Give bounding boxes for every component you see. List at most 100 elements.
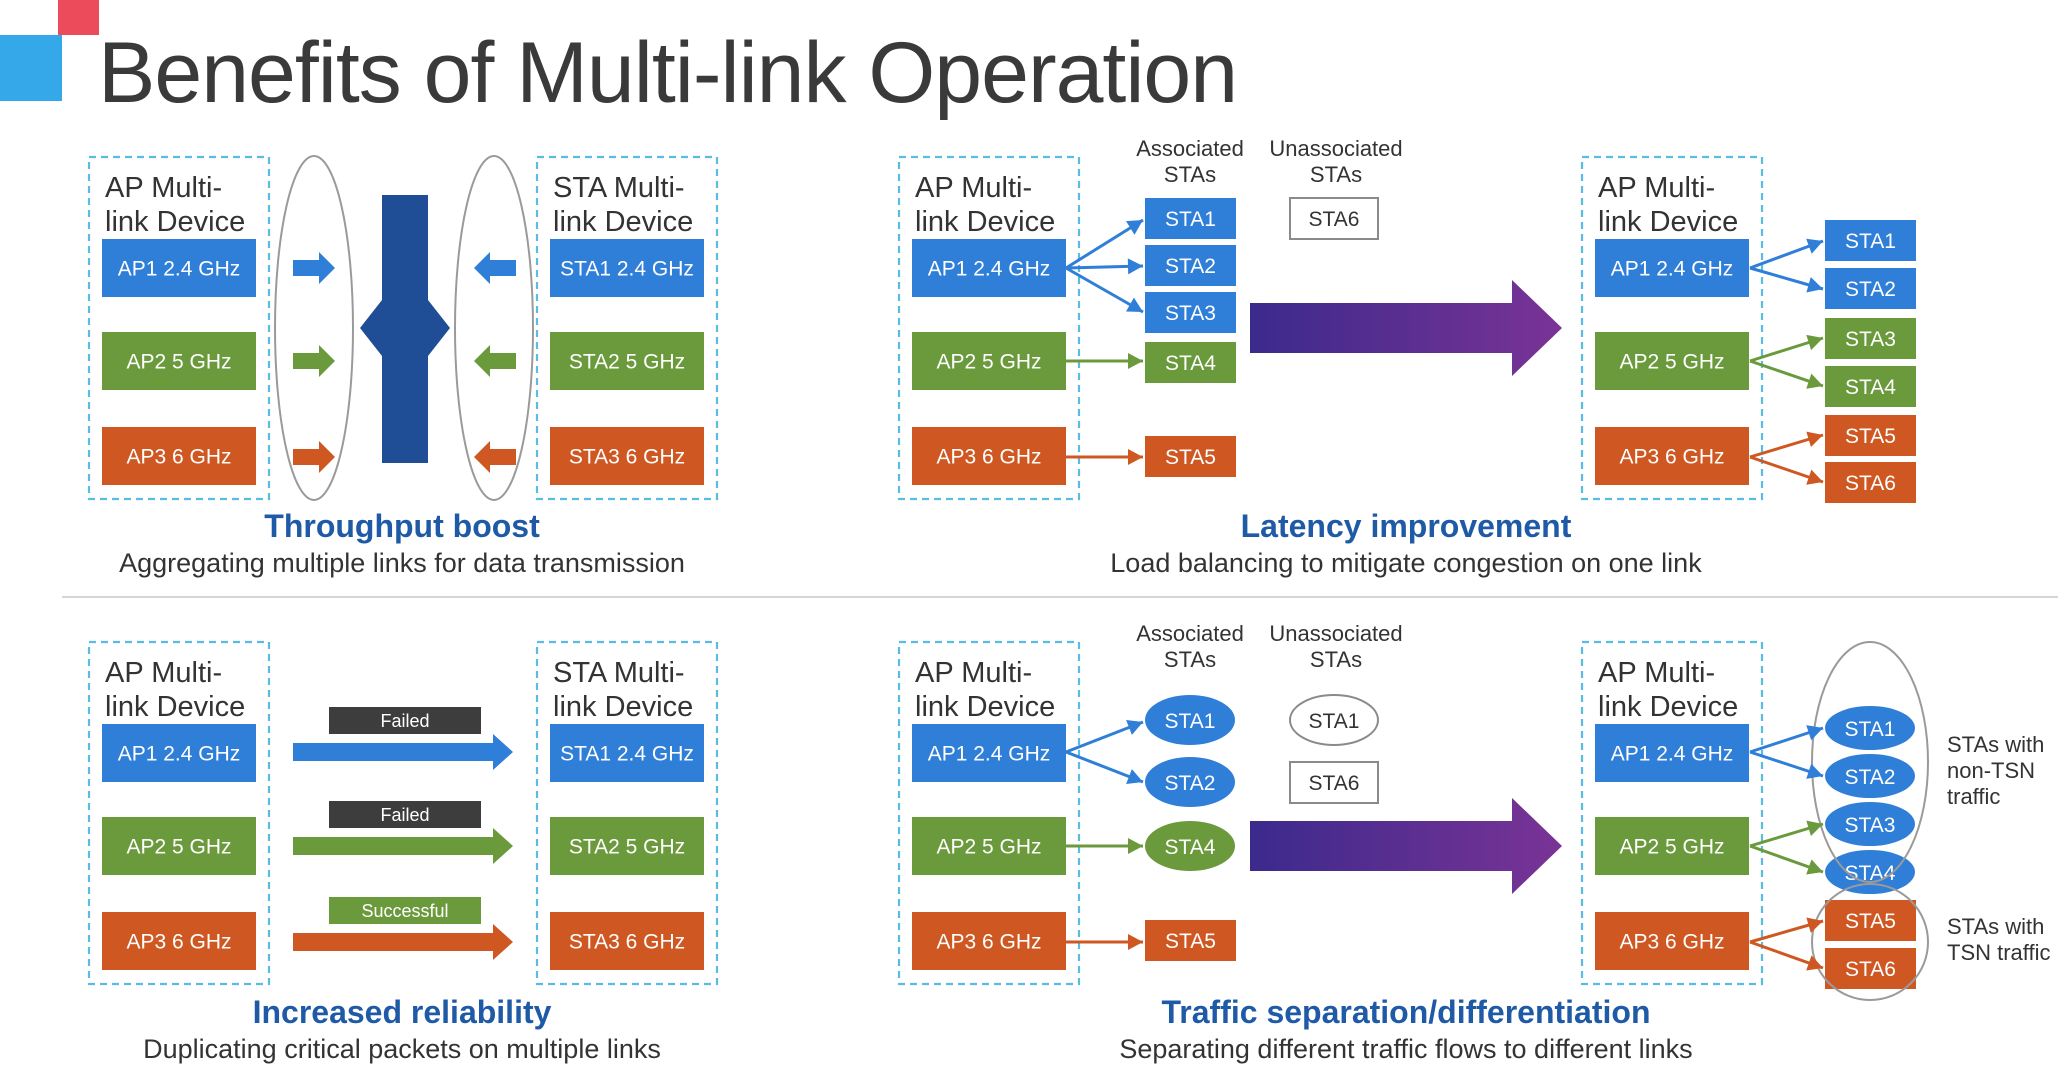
p2-ap1-label: AP1 2.4 GHz <box>928 258 1051 281</box>
p4b-tsn-ellipse <box>1811 883 1929 1001</box>
p4b-link-ap1-sta2-head <box>1806 763 1823 779</box>
p4b-ap-mld-label: AP Multi-link Device <box>1598 657 1738 723</box>
p3-ap2 <box>102 817 256 875</box>
p1-arrow-out-1 <box>474 252 516 284</box>
p2b-ap-mld-box <box>1580 155 1764 501</box>
p4b-link-ap2-sta3-head <box>1806 820 1823 836</box>
p4-link-ap3-sta5-head <box>1128 934 1143 950</box>
p2b-sta6-label: STA6 <box>1845 472 1896 495</box>
p4-sta1 <box>1145 695 1235 745</box>
p2-ap3-label: AP3 6 GHz <box>936 446 1041 469</box>
traffic-subtitle: Separating different traffic flows to di… <box>1119 1034 1693 1064</box>
p1-sta2-label: STA2 5 GHz <box>569 351 685 374</box>
p2-sta3-label: STA3 <box>1165 302 1216 325</box>
p2-sta6 <box>1289 197 1379 240</box>
p1-ap2 <box>102 332 256 390</box>
p1-arrow-out-2 <box>474 345 516 377</box>
p4b-sta6 <box>1825 948 1916 989</box>
p2-ap2 <box>912 332 1066 390</box>
p4-ap3-label: AP3 6 GHz <box>936 931 1041 954</box>
p2-sta5-label: STA5 <box>1165 446 1216 469</box>
p2-link-ap1-sta1-head <box>1126 220 1143 235</box>
p4b-sta1 <box>1825 706 1915 750</box>
p3-link3-tag-label: Successful <box>361 901 448 921</box>
p3-ap2-label: AP2 5 GHz <box>126 836 231 859</box>
p3-ap1-label: AP1 2.4 GHz <box>118 743 241 766</box>
p4b-ap2-label: AP2 5 GHz <box>1619 836 1724 859</box>
p4-sta1-label: STA1 <box>1165 710 1216 733</box>
p4b-link-ap2-sta4-head <box>1806 859 1823 875</box>
p3-sta3 <box>550 912 704 970</box>
p3-link2-arrow <box>293 828 513 864</box>
p1-ap-mld-box <box>87 155 271 501</box>
p4-ap3 <box>912 912 1066 970</box>
p1-ap1 <box>102 239 256 297</box>
p1-arrow-in-1 <box>293 252 335 284</box>
p4-link-ap1-sta2-head <box>1126 769 1143 785</box>
p2-link-ap1-sta1 <box>1065 218 1144 270</box>
p1-arrow-in-3 <box>293 441 335 473</box>
throughput-subtitle: Aggregating multiple links for data tran… <box>119 548 685 578</box>
p2-sta4 <box>1145 342 1236 383</box>
p2b-ap2-label: AP2 5 GHz <box>1619 351 1724 374</box>
p2b-sta3 <box>1825 318 1916 359</box>
p2b-sta3-label: STA3 <box>1845 328 1896 351</box>
p4-ap2 <box>912 817 1066 875</box>
p3-link1-tag-label: Failed <box>380 711 429 731</box>
p1-central-core <box>382 195 428 463</box>
p4b-sta4 <box>1825 850 1915 894</box>
throughput-title: Throughput boost <box>264 508 540 544</box>
p2b-sta4-label: STA4 <box>1845 376 1896 399</box>
p2b-ap-mld-label: AP Multi-link Device <box>1598 172 1738 238</box>
p4-sta4-label: STA4 <box>1165 836 1216 859</box>
p4-sta6-label: STA6 <box>1309 772 1360 795</box>
p3-ap3-label: AP3 6 GHz <box>126 931 231 954</box>
p2b-link-ap1-sta1-head <box>1806 238 1823 254</box>
p1-sta-mld-label: STA Multi-link Device <box>553 172 693 238</box>
p2-link-ap3-sta5-head <box>1128 449 1143 465</box>
p3-link1-arrow <box>293 734 513 770</box>
p2-sta3 <box>1145 292 1236 333</box>
p4b-ap1-label: AP1 2.4 GHz <box>1611 743 1734 766</box>
p4-sta1-unassoc-label: STA1 <box>1309 710 1360 733</box>
p4-sta1-unassoc <box>1289 694 1379 746</box>
p2b-sta1 <box>1825 220 1916 261</box>
p1-sta2 <box>550 332 704 390</box>
p4b-sta3-label: STA3 <box>1845 814 1896 837</box>
logo-square-red <box>58 0 99 35</box>
p2-sta4-label: STA4 <box>1165 352 1216 375</box>
p2b-ap2 <box>1595 332 1749 390</box>
p2-big-arrow <box>1250 280 1562 376</box>
p2-ap3 <box>912 427 1066 485</box>
p3-link2-tag <box>329 801 481 828</box>
p2-ap-mld-label: AP Multi-link Device <box>915 172 1055 238</box>
p3-sta1 <box>550 724 704 782</box>
reliability-title: Increased reliability <box>252 994 552 1030</box>
p2b-sta2-label: STA2 <box>1845 278 1896 301</box>
p2b-sta5-label: STA5 <box>1845 425 1896 448</box>
p4-ap-mld-label: AP Multi-link Device <box>915 657 1055 723</box>
traffic-title: Traffic separation/differentiation <box>1161 994 1651 1030</box>
p2b-ap1-label: AP1 2.4 GHz <box>1611 258 1734 281</box>
p2b-link-ap2-sta4-head <box>1806 373 1823 389</box>
p2b-ap3-label: AP3 6 GHz <box>1619 446 1724 469</box>
p1-central-right-head <box>428 300 450 356</box>
p1-sta3-label: STA3 6 GHz <box>569 446 685 469</box>
p3-sta-mld-box <box>535 640 719 986</box>
p2b-sta1-label: STA1 <box>1845 230 1896 253</box>
p2-ap2-label: AP2 5 GHz <box>936 351 1041 374</box>
p2-sta6-label: STA6 <box>1309 208 1360 231</box>
p4b-sta3 <box>1825 802 1915 846</box>
p4b-non-tsn-ellipse <box>1811 641 1929 883</box>
p2b-link-ap3-sta5-head <box>1806 431 1823 447</box>
p2b-ap3 <box>1595 427 1749 485</box>
p4-ap1-label: AP1 2.4 GHz <box>928 743 1051 766</box>
p4-link-ap2-sta4-head <box>1128 838 1143 854</box>
p2-sta5 <box>1145 436 1236 477</box>
